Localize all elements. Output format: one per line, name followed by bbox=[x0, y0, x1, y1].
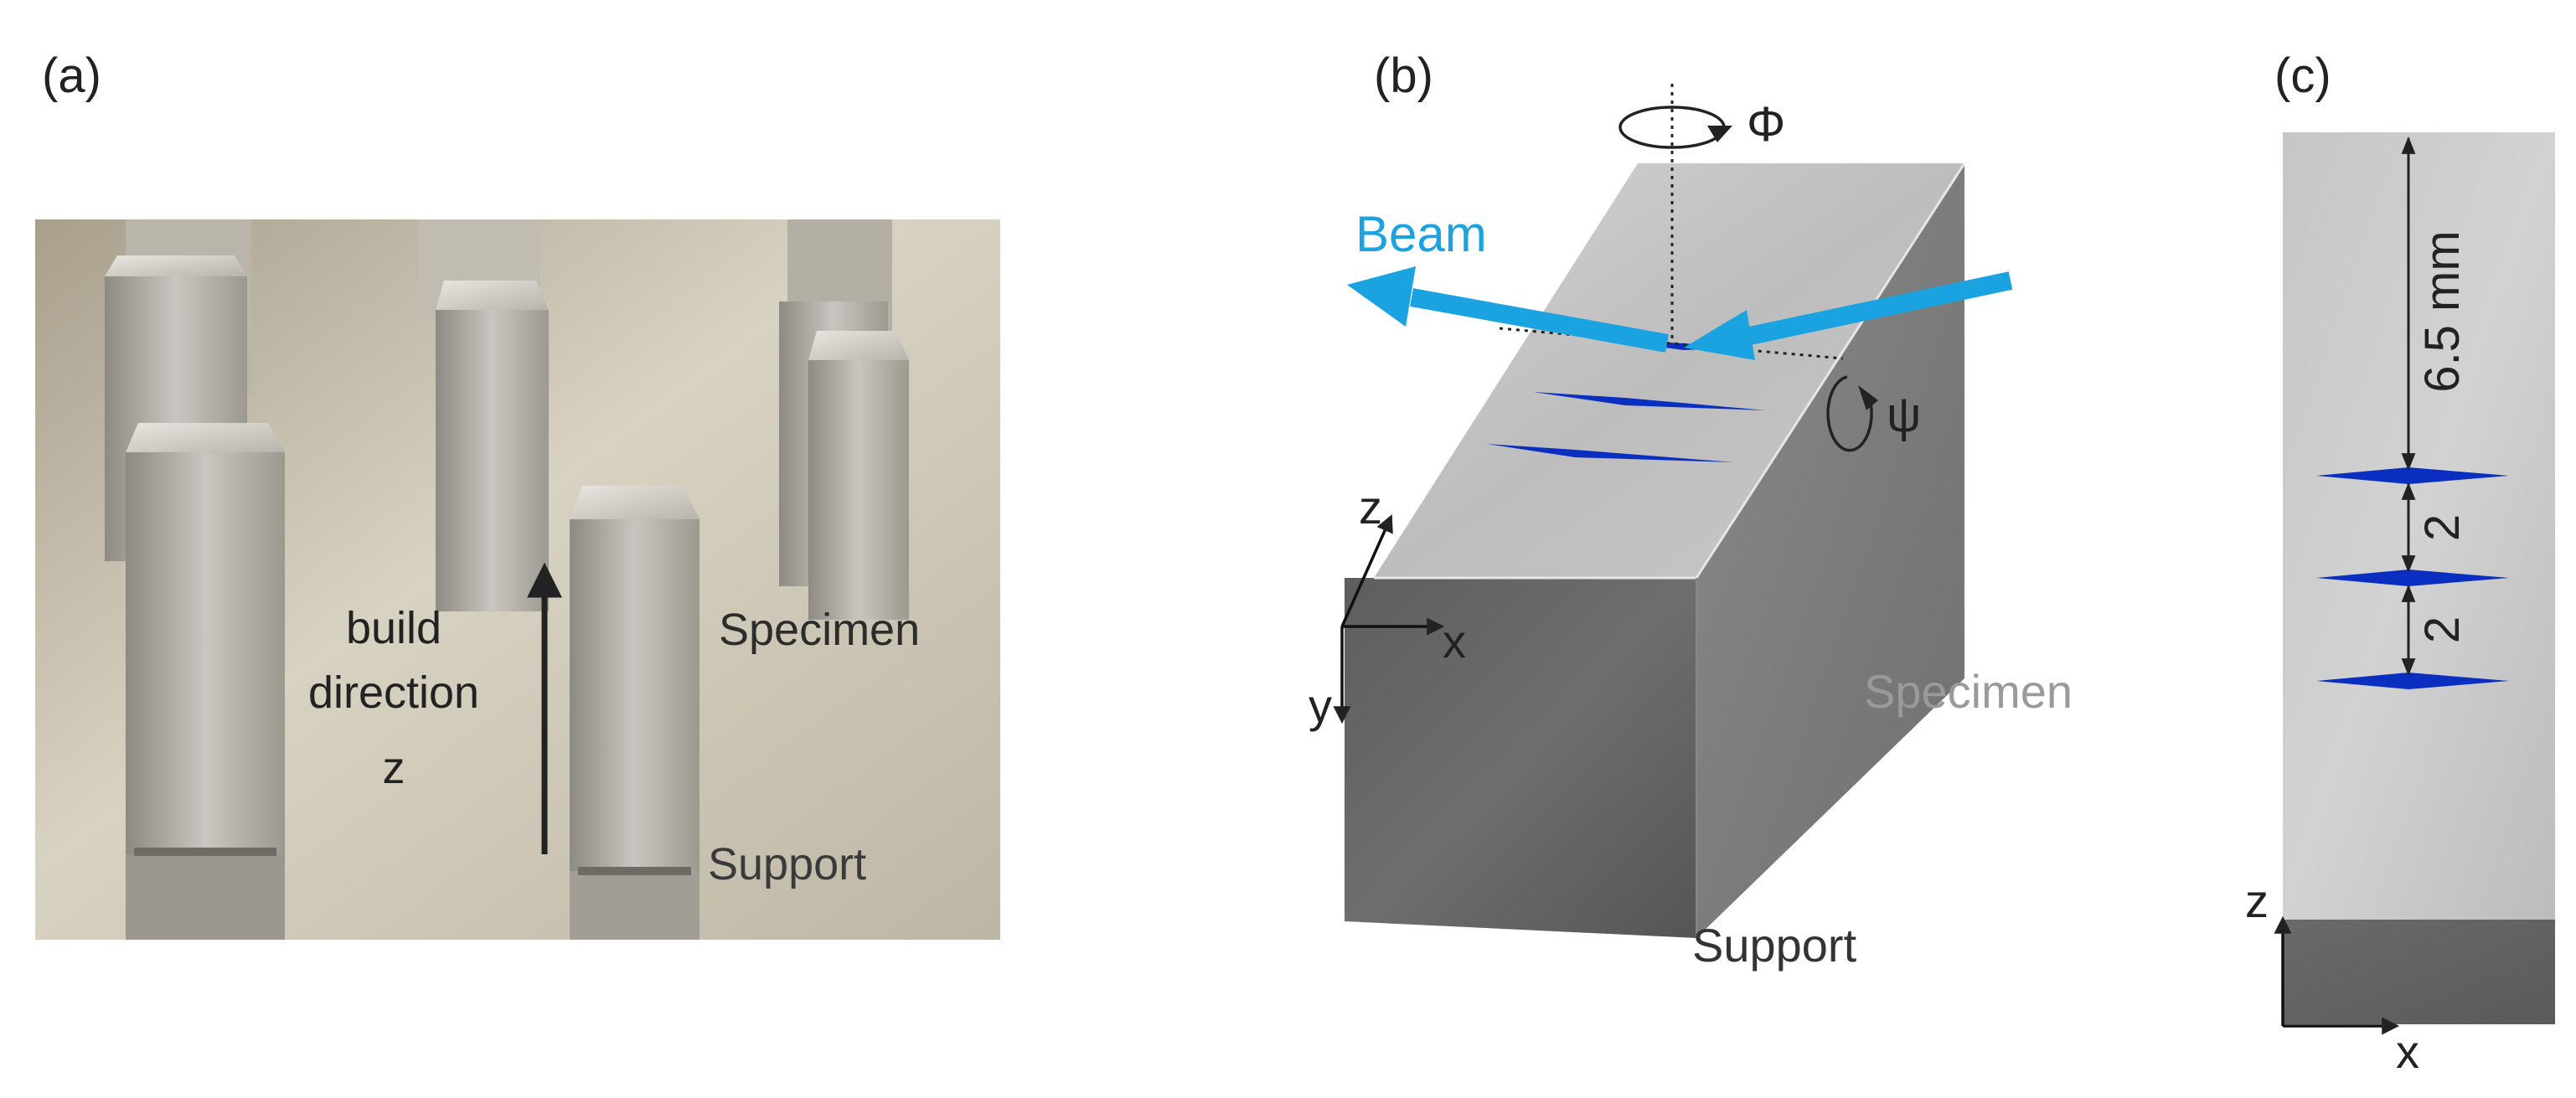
gauge-volume-1 bbox=[1533, 392, 1766, 410]
beam-label: Beam bbox=[1355, 206, 1487, 262]
panel-c-axis-z-label: z bbox=[2245, 874, 2269, 927]
panel-b-label: (b) bbox=[1374, 49, 1433, 103]
panel-c-specimen bbox=[2283, 132, 2555, 920]
phi-label: Φ bbox=[1747, 97, 1785, 152]
panel-a: (a) bbox=[35, 49, 1000, 940]
panel-b-support-label: Support bbox=[1692, 919, 1857, 972]
outgoing-beam-arrow bbox=[1347, 266, 1669, 353]
dimension-top-label: 6.5 mm bbox=[2415, 230, 2470, 392]
build-direction-text-1: build bbox=[346, 603, 441, 653]
axis-z-arrow bbox=[1340, 514, 1393, 627]
axis-x-label: x bbox=[1443, 615, 1466, 668]
build-direction-text-2: direction bbox=[308, 668, 479, 718]
panel-a-specimen-label: Specimen bbox=[719, 605, 920, 655]
gauge-volume-c3 bbox=[2316, 673, 2509, 689]
panel-a-label: (a) bbox=[42, 49, 101, 103]
panel-c-axis-x-label: x bbox=[2396, 1025, 2419, 1078]
gauge-volume-c2 bbox=[2316, 570, 2509, 586]
specimen-top-face bbox=[1374, 163, 1964, 578]
panel-c: (c) 6.5 mm 2 2 z x bbox=[2245, 49, 2555, 1078]
psi-rotation-axis bbox=[1499, 327, 1844, 360]
build-direction-text-3: z bbox=[383, 743, 405, 793]
axis-z-label: z bbox=[1359, 481, 1382, 534]
specimen-front-face bbox=[1345, 578, 1696, 938]
panel-c-label: (c) bbox=[2274, 49, 2331, 103]
panel-a-photo bbox=[35, 219, 1000, 940]
dimension-mid2-label: 2 bbox=[2415, 616, 2470, 643]
panel-b-specimen-label: Specimen bbox=[1864, 665, 2073, 718]
panel-c-support bbox=[2283, 920, 2555, 1024]
gauge-volume-c1 bbox=[2316, 467, 2509, 484]
incoming-beam-arrow bbox=[1684, 271, 2013, 360]
panel-a-support-label: Support bbox=[708, 839, 866, 889]
dimension-mid1-label: 2 bbox=[2415, 514, 2470, 541]
specimen-side-face bbox=[1696, 163, 1964, 938]
axis-y-label: y bbox=[1309, 679, 1332, 732]
psi-label: ψ bbox=[1887, 388, 1921, 442]
panel-b: (b) Beam Φ ψ bbox=[1309, 49, 2073, 972]
gauge-volume-2 bbox=[1487, 444, 1734, 462]
psi-rotation-icon bbox=[1826, 375, 1873, 452]
